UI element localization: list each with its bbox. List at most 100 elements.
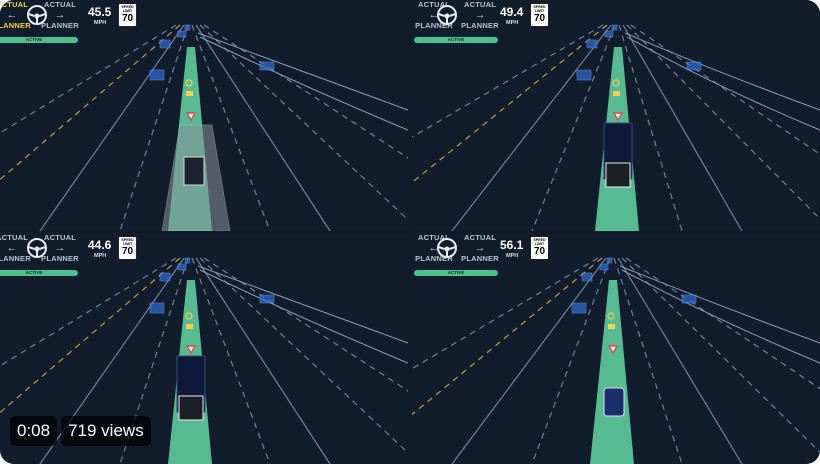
marker-icon	[612, 79, 620, 87]
hud: ACTUAL ← PLANNER ACTUAL → PLANNER 45.5 M…	[0, 0, 250, 60]
lane-line	[119, 24, 189, 231]
arrow-left-icon: ←	[428, 9, 440, 21]
hud-label-left-bottom: PLANNER	[0, 254, 31, 263]
hud-label-right-top: ACTUAL	[43, 233, 77, 242]
yield-triangle-icon	[607, 345, 619, 355]
ramp-line	[197, 32, 408, 111]
truck-cab	[178, 395, 204, 421]
speed-readout: 56.1	[500, 238, 524, 252]
vehicle-box	[681, 294, 697, 304]
vehicle-box	[184, 24, 191, 31]
lane-line	[0, 24, 181, 181]
steering-wheel-icon	[437, 5, 457, 25]
ramp-line	[621, 269, 820, 364]
arrow-right-icon: →	[54, 242, 66, 254]
yield-triangle-icon	[612, 112, 624, 122]
lead-vehicle-box	[608, 324, 615, 329]
speed-limit-sign: SPEED LIMIT 70	[530, 236, 549, 260]
hud-label-right-bottom: PLANNER	[461, 254, 499, 263]
ramp-line	[626, 36, 820, 131]
hud: ACTUAL ← PLANNER ACTUAL → PLANNER 56.1 M…	[412, 233, 672, 293]
status-badge: ACTIVE	[414, 270, 498, 276]
hud-label-right-bottom: PLANNER	[461, 21, 499, 30]
lane-line	[626, 24, 820, 220]
hud-label-left-top: ACTUAL	[0, 233, 29, 242]
camera-panel-bottom-right: ACTUAL ← PLANNER ACTUAL → PLANNER 56.1 M…	[412, 233, 820, 464]
hud-label-right-bottom: PLANNER	[41, 254, 79, 263]
lane-line	[412, 24, 604, 138]
steering-wheel-icon	[27, 5, 47, 25]
speed-limit-sign-text: SPEED LIMIT	[533, 238, 546, 246]
lane-line	[412, 257, 599, 370]
vehicle-box	[606, 257, 613, 264]
lane-line	[531, 24, 616, 231]
road-scene	[412, 257, 820, 464]
arrow-right-icon: →	[474, 9, 486, 21]
speed-limit-sign-text: SPEED LIMIT	[533, 5, 546, 13]
lane-line	[0, 257, 181, 414]
ramp-line	[619, 265, 820, 344]
hud: ACTUAL ← PLANNER ACTUAL → PLANNER 44.6 M…	[0, 233, 250, 293]
status-badge: ACTIVE	[414, 37, 498, 43]
speed-unit: MPH	[506, 253, 519, 259]
lane-line	[195, 257, 331, 464]
camera-panel-top-right: ACTUAL ← PLANNER ACTUAL → PLANNER 49.4 M…	[412, 0, 820, 231]
speed-limit-value: 70	[533, 13, 546, 24]
hud-label-right-top: ACTUAL	[463, 0, 497, 9]
speed-limit-value: 70	[121, 246, 134, 257]
marker-icon	[185, 79, 193, 87]
road-scene	[0, 24, 408, 231]
arrow-left-icon: ←	[428, 242, 440, 254]
lane-line	[630, 24, 820, 156]
arrow-left-icon: ←	[6, 9, 18, 21]
status-badge: ACTIVE	[0, 37, 78, 43]
lead-vehicle-box	[186, 324, 193, 329]
speed-readout: 44.6	[88, 238, 112, 252]
planned-path	[590, 280, 634, 464]
hud-label-left-bottom: PLANNER	[415, 254, 453, 263]
marker-icon	[185, 312, 193, 320]
lane-line	[531, 257, 611, 464]
speed-readout: 49.4	[500, 5, 524, 19]
lane-line	[451, 24, 612, 231]
truck-cab	[605, 162, 631, 188]
speed-limit-value: 70	[121, 13, 134, 24]
car-icon	[603, 387, 625, 417]
speed-limit-sign: SPEED LIMIT 70	[118, 3, 137, 27]
lane-line	[621, 257, 820, 454]
lead-vehicle-box	[613, 91, 620, 96]
speed-unit: MPH	[94, 20, 107, 26]
video-overlay: 0:08 719 views	[10, 416, 151, 446]
lane-line	[451, 257, 607, 464]
vehicle-box	[149, 69, 165, 81]
lane-line	[203, 257, 408, 392]
status-badge: ACTIVE	[0, 270, 78, 276]
speed-limit-sign: SPEED LIMIT 70	[530, 3, 549, 27]
truck-cab	[183, 156, 205, 186]
vehicle-box	[259, 61, 275, 71]
speed-readout: 45.5	[88, 5, 112, 19]
ramp-line	[624, 32, 820, 111]
vehicle-box	[184, 257, 191, 264]
arrow-right-icon: →	[54, 9, 66, 21]
vehicle-box	[177, 30, 187, 38]
ramp-line	[199, 36, 408, 131]
hud-label-right-top: ACTUAL	[43, 0, 77, 9]
vehicle-box	[604, 30, 614, 38]
hud-label-left-top: ACTUAL	[417, 0, 451, 9]
lane-line	[203, 24, 408, 159]
marker-icon	[607, 312, 615, 320]
hud-label-right-top: ACTUAL	[463, 233, 497, 242]
lane-line	[195, 24, 331, 231]
speed-limit-sign-text: SPEED LIMIT	[121, 238, 134, 246]
vehicle-box	[599, 263, 609, 271]
arrow-left-icon: ←	[6, 242, 18, 254]
lane-line	[613, 257, 683, 464]
steering-wheel-icon	[27, 238, 47, 258]
hud-label-left-bottom: PLANNER	[415, 21, 453, 30]
vehicle-box	[586, 39, 598, 49]
speed-unit: MPH	[506, 20, 519, 26]
vehicle-box	[149, 302, 165, 314]
hud-label-left-top: ACTUAL	[0, 0, 29, 9]
